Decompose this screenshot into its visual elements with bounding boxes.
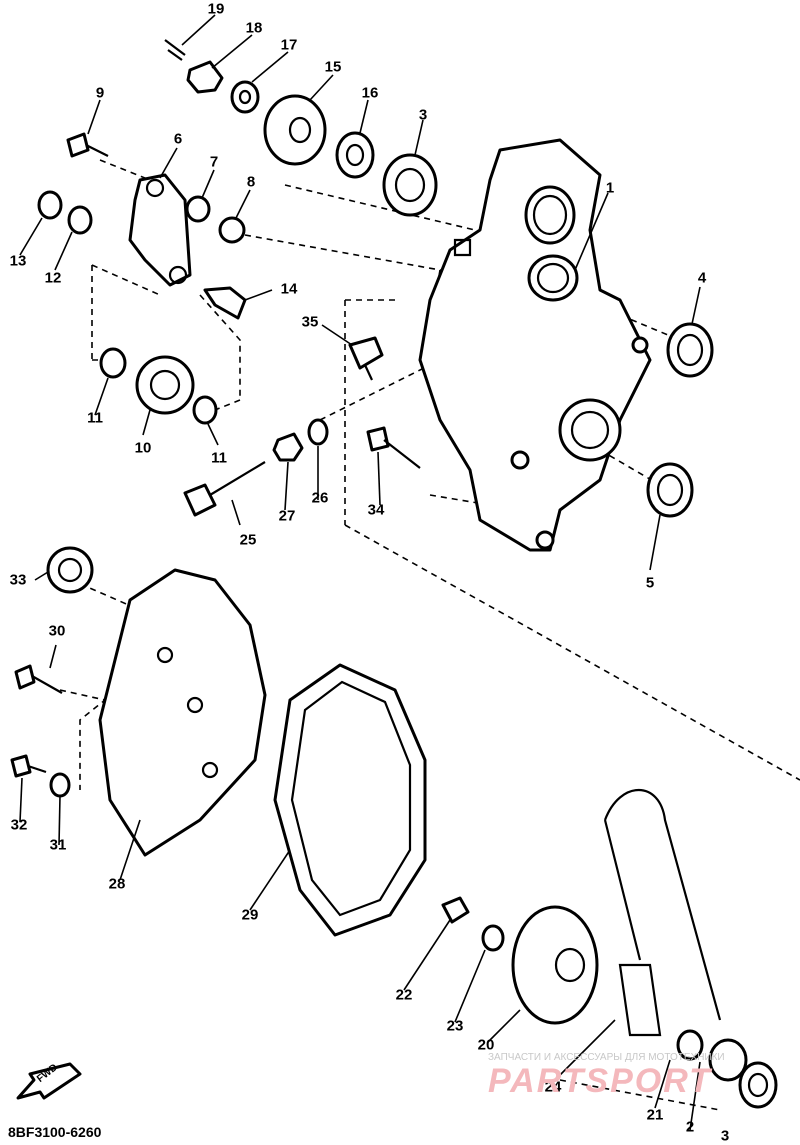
washer-part-21 <box>676 1029 704 1061</box>
bolt-part-22 <box>441 896 470 924</box>
washer-part-7 <box>185 195 211 223</box>
cotter-pin-part-19 <box>164 39 186 61</box>
callout-10: 10 <box>134 439 152 457</box>
oil-seal-part-33 <box>46 546 94 594</box>
callout-29: 29 <box>241 906 259 924</box>
gasket-part-29 <box>273 663 427 937</box>
oil-seal-part-4 <box>666 322 714 378</box>
callout-27: 27 <box>278 507 296 525</box>
lever-part-6 <box>128 173 192 287</box>
callout-24: 24 <box>544 1078 562 1096</box>
callout-15: 15 <box>324 58 342 76</box>
callout-20: 20 <box>477 1036 495 1054</box>
washer-part-26 <box>307 418 329 446</box>
callout-16: 16 <box>361 84 379 102</box>
oil-seal-part-5 <box>646 462 694 518</box>
washer-part-31 <box>49 772 71 798</box>
collar-part-8 <box>218 216 246 244</box>
callout-8: 8 <box>246 173 256 191</box>
callout-2: 2 <box>685 1118 695 1136</box>
callout-9: 9 <box>95 84 105 102</box>
sprocket-part-20 <box>511 905 599 1025</box>
bolt-part-25 <box>183 461 266 517</box>
callout-12: 12 <box>44 269 62 287</box>
washer-part-23 <box>481 924 505 952</box>
pin-part-14 <box>203 286 247 320</box>
crankcase-cover-part-1 <box>418 138 652 552</box>
callout-17: 17 <box>280 36 298 54</box>
callout-21: 21 <box>646 1106 664 1124</box>
callout-25: 25 <box>239 531 257 549</box>
washer-part-12 <box>67 205 93 235</box>
callout-32: 32 <box>10 816 28 834</box>
cover-part-28 <box>98 568 267 857</box>
callout-22: 22 <box>395 986 413 1004</box>
bearing-part-3-top <box>382 153 438 217</box>
callout-4: 4 <box>697 269 707 287</box>
watermark-logo: PARTSPORT <box>488 1062 712 1100</box>
callout-6: 6 <box>173 130 183 148</box>
callout-1: 1 <box>605 179 615 197</box>
callout-3-top: 3 <box>418 106 428 124</box>
collar-part-16 <box>335 131 375 179</box>
callout-18: 18 <box>245 19 263 37</box>
sprocket-part-15 <box>263 94 327 166</box>
callout-5: 5 <box>645 574 655 592</box>
bearing-part-10 <box>135 355 195 415</box>
nut-part-27 <box>272 432 304 462</box>
callout-35: 35 <box>301 313 319 331</box>
callout-30: 30 <box>48 622 66 640</box>
bearing-part-3-bottom <box>738 1061 778 1109</box>
callout-23: 23 <box>446 1017 464 1035</box>
bolt-part-32 <box>10 754 47 778</box>
fwd-arrow-icon <box>16 1062 82 1100</box>
callout-11-right: 11 <box>211 449 227 467</box>
document-code: 8BF3100-6260 <box>8 1124 102 1140</box>
callout-7: 7 <box>209 153 219 171</box>
washer-part-11-right <box>192 395 218 425</box>
washer-part-17 <box>230 80 260 114</box>
bolt-part-9 <box>66 132 109 158</box>
callout-19: 19 <box>207 0 225 18</box>
fitting-part-35 <box>348 336 384 381</box>
callout-13: 13 <box>9 252 27 270</box>
watermark-tagline: ЗАПЧАСТИ И АКСЕССУАРЫ ДЛЯ МОТОТЕХНИКИ <box>488 1052 725 1063</box>
callout-11-left: 11 <box>87 409 103 427</box>
callout-leaders <box>19 14 701 1131</box>
callout-3-bottom: 3 <box>720 1127 730 1145</box>
washer-part-11-left <box>99 347 127 379</box>
nut-part-18 <box>186 60 224 94</box>
callout-34: 34 <box>367 501 385 519</box>
callout-31: 31 <box>49 836 67 854</box>
bolt-part-30 <box>14 664 63 694</box>
callout-26: 26 <box>311 489 329 507</box>
chain-part-24 <box>603 788 722 1037</box>
callout-28: 28 <box>108 875 126 893</box>
washer-part-13 <box>37 190 63 220</box>
callout-14: 14 <box>280 280 298 298</box>
bolt-part-34 <box>366 426 421 469</box>
callout-33: 33 <box>9 571 27 589</box>
circlip-part-2 <box>708 1038 748 1082</box>
